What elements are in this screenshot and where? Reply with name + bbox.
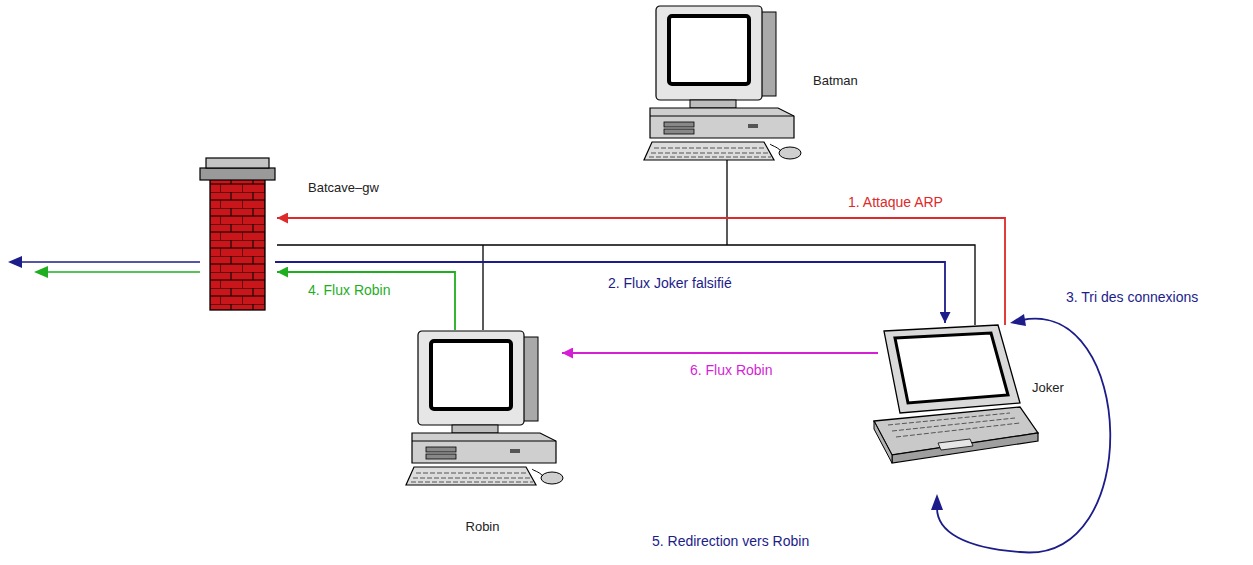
node-name: Batman	[813, 73, 858, 89]
flow-arrow	[562, 352, 878, 354]
computer-node: Robin	[405, 330, 560, 490]
node-name: Robin	[466, 519, 500, 535]
network-bus	[277, 160, 975, 330]
computer-node: Batman	[645, 5, 805, 162]
step-label: 5. Redirection vers Robin	[650, 533, 811, 549]
flow-label: 4. Flux Robin	[306, 282, 392, 298]
node-name: Joker	[1032, 380, 1064, 396]
desktop-computer	[406, 331, 563, 485]
laptop-computer	[874, 325, 1038, 463]
flow-label: 6. Flux Robin	[688, 362, 774, 378]
flow-arrow	[277, 272, 455, 330]
step-label: 3. Tri des connexions	[1064, 289, 1200, 305]
node-name: Batcave–gw	[308, 180, 379, 196]
flow-label: 1. Attaque ARP	[846, 194, 945, 210]
firewall-node: Batcave–gw	[200, 158, 275, 310]
laptop-node: Joker	[870, 325, 1032, 465]
desktop-computer	[644, 6, 801, 160]
loop-arrow	[931, 314, 1110, 552]
firewall-icon	[200, 158, 275, 310]
flow-label: 2. Flux Joker falsifié	[606, 275, 734, 291]
outbound-flows	[8, 256, 200, 278]
